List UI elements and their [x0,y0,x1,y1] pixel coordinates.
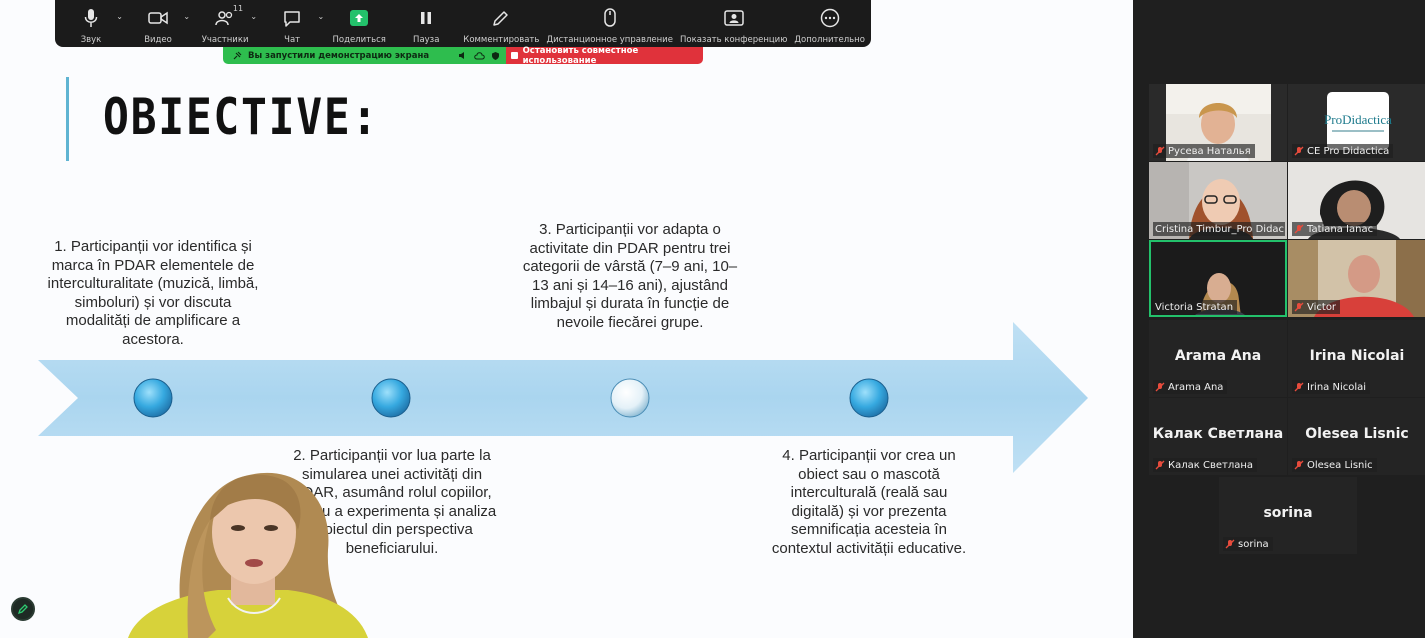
participants-gallery: Русева Наталья ProDidactica CE Pro Didac… [1133,0,1425,638]
chevron-down-icon[interactable]: ⌄ [116,12,123,21]
objective-2: 2. Participanții vor lua parte la simula… [287,447,497,557]
meeting-toolbar: ⌄ Звук ⌄ Видео 11 ⌄ Участники ⌄ Чат Поде… [55,0,871,47]
slide-title: OBIECTIVE: [103,88,380,146]
participant-name: CE Pro Didactica [1307,145,1390,157]
participant-name: Калак Светлана [1168,459,1254,471]
cloud-icon[interactable] [474,51,485,60]
share-screen-button[interactable]: Поделиться [329,0,389,47]
objective-4: 4. Participanții vor crea un obiect sau … [771,447,967,557]
muted-mic-icon [1294,302,1304,312]
chat-icon [284,10,300,27]
muted-mic-icon [1155,146,1165,156]
muted-mic-icon [1225,539,1235,549]
participants-button[interactable]: 11 ⌄ Участники [201,4,258,45]
participant-tile[interactable]: Olesea Lisnic Olesea Lisnic [1288,398,1425,475]
muted-mic-icon [1294,382,1304,392]
participant-name: Irina Nicolai [1307,381,1367,393]
share-screen-icon [355,14,364,22]
chat-button[interactable]: ⌄ Чат [262,0,325,47]
participant-name: Olesea Lisnic [1307,459,1373,471]
participant-tile[interactable]: Victor [1288,240,1425,317]
timeline-dot-4 [849,378,889,418]
shared-slide: OBIECTIVE: [0,0,1133,638]
stop-sharing-label: Остановить совместное использование [522,45,639,66]
participant-count: 11 [232,4,244,13]
participant-display-name: Olesea Lisnic [1305,426,1409,442]
pencil-icon [17,604,28,615]
participant-name: Cristina Timbur_Pro Didac... [1155,223,1285,235]
objective-1: 1. Participanții vor identifica și marca… [47,238,259,348]
participant-tile[interactable]: Arama Ana Arama Ana [1149,320,1287,397]
chevron-down-icon[interactable]: ⌄ [183,12,191,21]
participant-tile[interactable]: Калак Светлана Калак Светлана [1149,398,1287,475]
participant-video [1288,240,1425,317]
participant-tile[interactable]: Русева Наталья [1149,84,1287,161]
shield-icon[interactable] [491,51,500,61]
muted-mic-icon [1155,460,1165,470]
participant-tile[interactable]: Irina Nicolai Irina Nicolai [1288,320,1425,397]
timeline-dot-2 [371,378,411,418]
muted-mic-icon [1155,382,1165,392]
stop-sharing-button[interactable]: Остановить совместное использование [506,45,703,66]
more-icon [820,8,839,28]
participant-name: Tatiana Ianac [1307,223,1374,235]
chevron-down-icon[interactable]: ⌄ [317,12,325,21]
participant-name: sorina [1238,538,1269,550]
participant-tile[interactable]: Cristina Timbur_Pro Didac... [1149,162,1287,239]
participant-display-name: sorina [1263,505,1313,521]
participants-icon [215,11,233,26]
microphone-icon [84,9,98,27]
remote-control-button[interactable]: Дистанционное управление [546,0,673,47]
participant-display-name: Irina Nicolai [1309,348,1405,364]
sharing-status-text: Вы запустили демонстрацию экрана [248,50,430,61]
prodidactica-logo: ProDidactica [1324,112,1392,127]
annotate-button[interactable]: Комментировать [463,0,539,47]
participant-tile-active-speaker[interactable]: Victoria Stratan [1149,240,1287,317]
muted-mic-icon [1294,460,1304,470]
timeline-dot-3 [610,378,650,418]
stop-icon [511,52,518,59]
pause-share-button[interactable]: Пауза [396,0,456,47]
video-camera-icon [148,11,168,25]
participant-tile[interactable]: ProDidactica CE Pro Didactica [1288,84,1425,161]
muted-mic-icon [1294,224,1304,234]
speaker-icon[interactable] [458,51,468,60]
objective-3: 3. Participanții vor adapta o activitate… [522,221,738,331]
pin-icon[interactable] [233,51,242,60]
muted-mic-icon [1294,146,1304,156]
show-meeting-button[interactable]: Показать конференцию [680,0,787,47]
participant-display-name: Arama Ana [1174,348,1262,364]
chevron-down-icon[interactable]: ⌄ [250,12,258,21]
remote-control-mouse-icon [603,8,616,27]
participant-tile[interactable]: sorina sorina [1219,477,1357,554]
participant-tile[interactable]: Tatiana Ianac [1288,162,1425,239]
annotate-pencil-icon [493,11,509,26]
participant-name: Victor [1307,301,1337,313]
audio-button[interactable]: ⌄ Звук [61,0,123,47]
title-accent-bar [66,77,69,161]
participant-display-name: Калак Светлана [1152,426,1284,442]
presenter-video[interactable] [128,460,368,638]
sharing-status-banner: Вы запустили демонстрацию экрана [223,47,506,64]
pause-icon [421,12,432,24]
show-meeting-icon [723,10,744,26]
video-button[interactable]: ⌄ Видео [144,11,191,45]
participant-name: Русева Наталья [1168,145,1251,157]
participant-name: Arama Ana [1168,381,1224,393]
timeline-dot-1 [133,378,173,418]
timeline-arrow [38,322,1088,473]
annotate-fab-button[interactable] [11,597,35,621]
more-button[interactable]: Дополнительно [794,0,865,47]
participant-name: Victoria Stratan [1155,301,1234,313]
